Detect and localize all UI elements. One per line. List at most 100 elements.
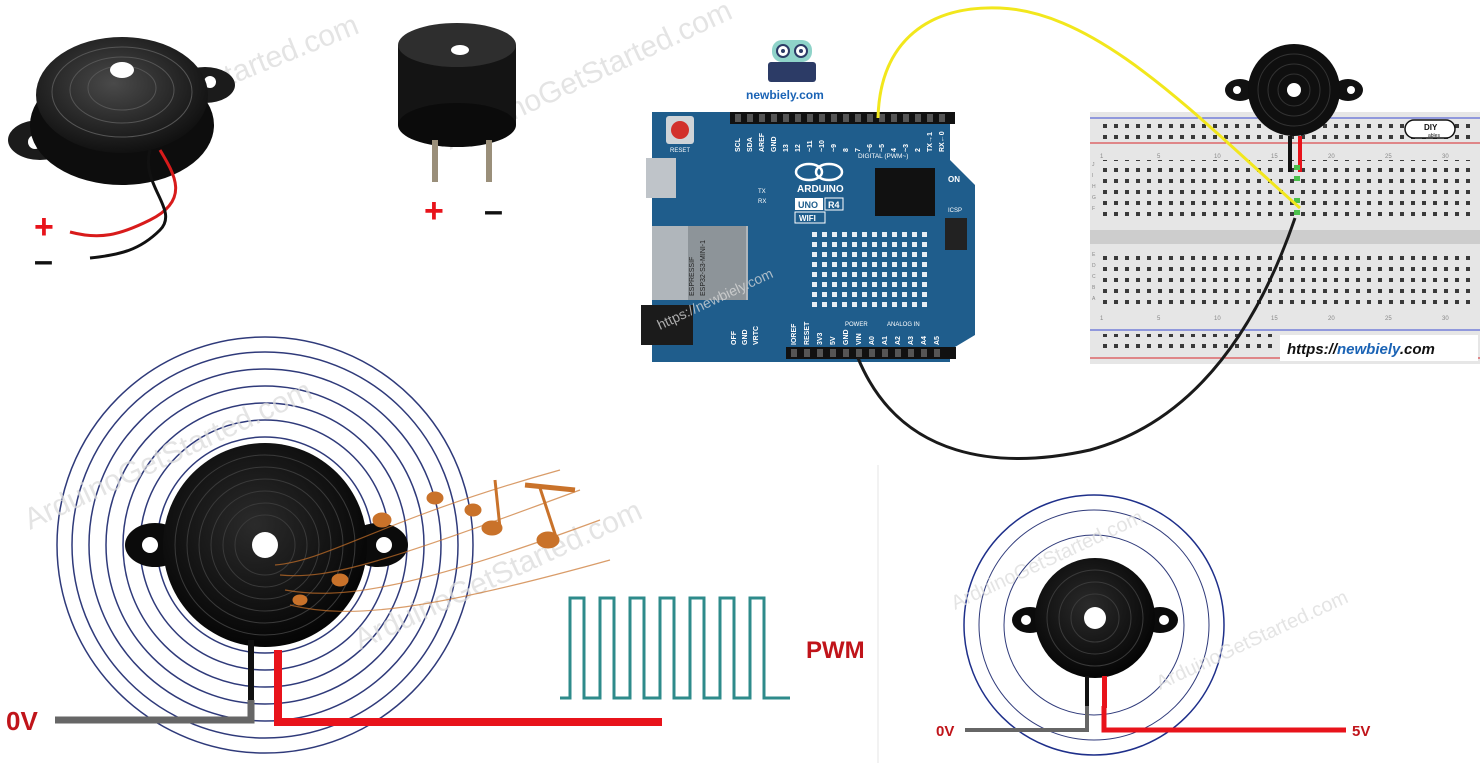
led-dot (842, 282, 847, 287)
led-dot (882, 292, 887, 297)
led-dot (852, 302, 857, 307)
top-pin-label: 4 (891, 148, 898, 152)
led-dot (822, 232, 827, 237)
row-letter: B (1092, 285, 1096, 291)
top-pin-label: ~3 (903, 144, 910, 152)
column-number: 5 (1157, 316, 1161, 322)
led-dot (852, 232, 857, 237)
diy-badge-text: DIY (1424, 123, 1438, 132)
header-pin (867, 114, 873, 122)
header-pin (795, 114, 801, 122)
column-number: 10 (1214, 316, 1221, 322)
digital-header-label: DIGITAL (PWM~) (858, 153, 908, 160)
led-matrix (812, 232, 927, 307)
led-dot (862, 232, 867, 237)
led-dot (882, 282, 887, 287)
led-dot (822, 252, 827, 257)
header-pin (771, 114, 777, 122)
led-dot (902, 292, 907, 297)
led-dot (902, 252, 907, 257)
header-pin (804, 349, 810, 357)
led-dot (902, 232, 907, 237)
row-letter: J (1092, 162, 1095, 168)
led-dot (912, 242, 917, 247)
led-dot (882, 272, 887, 277)
led-dot (912, 262, 917, 267)
bottom-pin-label: A4 (921, 336, 928, 345)
minus-label-wired: – (34, 242, 53, 280)
bottom-pin-label: A1 (882, 336, 889, 345)
ground-line-dc (965, 706, 1089, 732)
led-dot (842, 302, 847, 307)
led-dot (872, 262, 877, 267)
header-pin (903, 114, 909, 122)
on-led-label: ON (948, 175, 960, 184)
led-dot (832, 232, 837, 237)
yellow-signal-wire (876, 6, 1301, 210)
led-dot (882, 302, 887, 307)
black-ground-wire (856, 217, 1297, 460)
led-dot (832, 252, 837, 257)
led-dot (902, 302, 907, 307)
led-dot (892, 262, 897, 267)
led-dot (812, 232, 817, 237)
column-number: 10 (1214, 154, 1221, 160)
led-dot (892, 302, 897, 307)
led-dot (882, 262, 887, 267)
led-dot (812, 292, 817, 297)
led-dot (822, 292, 827, 297)
led-dot (862, 282, 867, 287)
led-dot (832, 302, 837, 307)
bottom-left-label: VRTC (753, 326, 760, 345)
led-dot (902, 272, 907, 277)
led-dot (872, 272, 877, 277)
brand-name: newbiely.com (746, 88, 824, 102)
led-dot (842, 292, 847, 297)
coil-ring (174, 454, 356, 636)
led-dot (902, 262, 907, 267)
top-pin-label: 12 (795, 144, 802, 152)
board-variant: WIFI (799, 214, 816, 223)
led-dot (912, 302, 917, 307)
bottom-pin-label: A0 (869, 336, 876, 345)
minus-label-pin: – (484, 192, 503, 230)
led-dot (902, 282, 907, 287)
bottom-left-label: OFF (731, 330, 738, 345)
analog-header-label: ANALOG IN (887, 322, 920, 328)
breadboard-buzzer (1225, 44, 1363, 215)
dc-buzzer-illustration: ArduinoGetStarted.com ArduinoGetStarted.… (936, 494, 1370, 756)
led-dot (852, 282, 857, 287)
top-pin-label: ~6 (867, 144, 874, 152)
led-dot (832, 272, 837, 277)
led-dot (872, 282, 877, 287)
header-pin (921, 349, 927, 357)
signal-line (274, 700, 662, 726)
led-dot (862, 252, 867, 257)
top-pin-label: 7 (855, 148, 862, 152)
header-pin (895, 349, 901, 357)
header-pin (879, 114, 885, 122)
header-pin (856, 349, 862, 357)
bottom-pin-label: A2 (895, 336, 902, 345)
led-dot (912, 252, 917, 257)
led-dot (862, 292, 867, 297)
led-dot (812, 252, 817, 257)
plus-label-pin: + (424, 192, 444, 230)
header-pin (747, 114, 753, 122)
led-dot (922, 252, 927, 257)
bottom-pin-label: 3V3 (817, 332, 824, 345)
column-number: 1 (1100, 154, 1104, 160)
bottom-pin-label: VIN (856, 333, 863, 345)
led-dot (812, 262, 817, 267)
top-pin-label: ~10 (819, 140, 826, 152)
top-pin-label: ~5 (879, 144, 886, 152)
led-dot (892, 272, 897, 277)
music-notes (274, 469, 611, 612)
header-pin (869, 349, 875, 357)
